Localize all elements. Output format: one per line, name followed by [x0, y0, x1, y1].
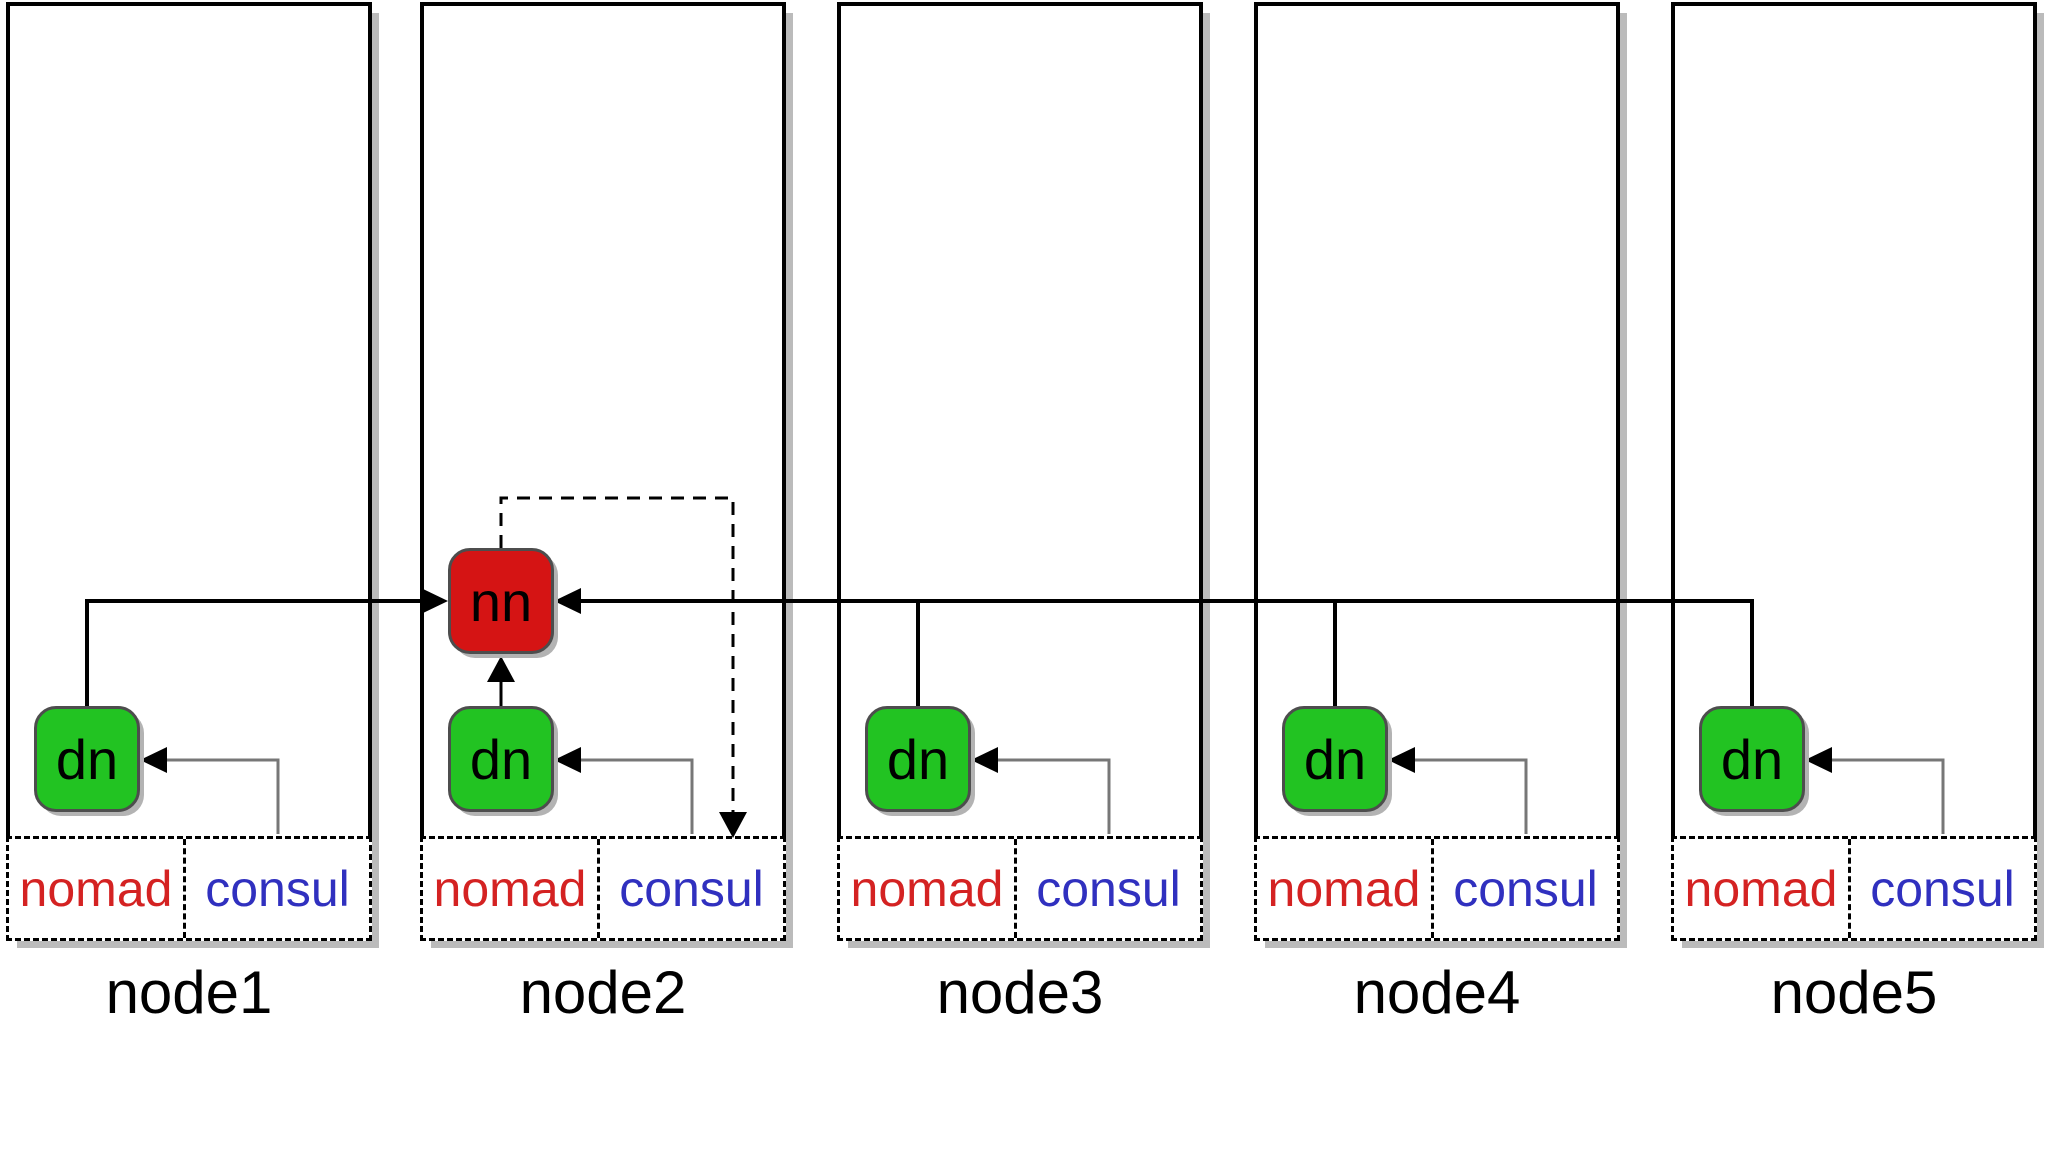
node2-datanode-box: dn	[448, 706, 554, 812]
node2-nomad-cell: nomad	[423, 839, 600, 938]
node1-datanode-box: dn	[34, 706, 140, 812]
node1-main-area	[6, 2, 372, 836]
nomad-label: nomad	[1684, 860, 1838, 917]
consul-label: consul	[1036, 860, 1181, 917]
node3-datanode-box: dn	[865, 706, 971, 812]
node3-services-row: nomad consul	[837, 836, 1203, 941]
node3-main-area	[837, 2, 1203, 836]
node4-main-area	[1254, 2, 1620, 836]
node1-box: nomad consul	[6, 2, 372, 941]
node5-box: nomad consul	[1671, 2, 2037, 941]
consul-label: consul	[619, 860, 764, 917]
node4-datanode-box: dn	[1282, 706, 1388, 812]
node2-label: node2	[519, 959, 687, 1026]
node2-box: nomad consul	[420, 2, 786, 941]
node1-label: node1	[105, 959, 273, 1026]
nomad-label: nomad	[850, 860, 1004, 917]
node1-services-row: nomad consul	[6, 836, 372, 941]
node3-nomad-cell: nomad	[840, 839, 1017, 938]
node3-box: nomad consul	[837, 2, 1203, 941]
node1-consul-cell: consul	[186, 839, 369, 938]
node2-namenode-box: nn	[448, 548, 554, 654]
node4-consul-cell: consul	[1434, 839, 1617, 938]
node5-nomad-cell: nomad	[1674, 839, 1851, 938]
node2-services-row: nomad consul	[420, 836, 786, 941]
nomad-label: nomad	[433, 860, 587, 917]
node2-main-area	[420, 2, 786, 836]
node4-services-row: nomad consul	[1254, 836, 1620, 941]
nomad-label: nomad	[1267, 860, 1421, 917]
node5-main-area	[1671, 2, 2037, 836]
consul-label: consul	[205, 860, 350, 917]
node2-consul-cell: consul	[600, 839, 783, 938]
nomad-label: nomad	[19, 860, 173, 917]
node4-nomad-cell: nomad	[1257, 839, 1434, 938]
node1-nomad-cell: nomad	[9, 839, 186, 938]
node5-label: node5	[1770, 959, 1938, 1026]
node5-services-row: nomad consul	[1671, 836, 2037, 941]
consul-label: consul	[1453, 860, 1598, 917]
consul-label: consul	[1870, 860, 2015, 917]
node3-consul-cell: consul	[1017, 839, 1200, 938]
node5-consul-cell: consul	[1851, 839, 2034, 938]
node4-label: node4	[1353, 959, 1521, 1026]
node5-datanode-box: dn	[1699, 706, 1805, 812]
node4-box: nomad consul	[1254, 2, 1620, 941]
node3-label: node3	[936, 959, 1104, 1026]
